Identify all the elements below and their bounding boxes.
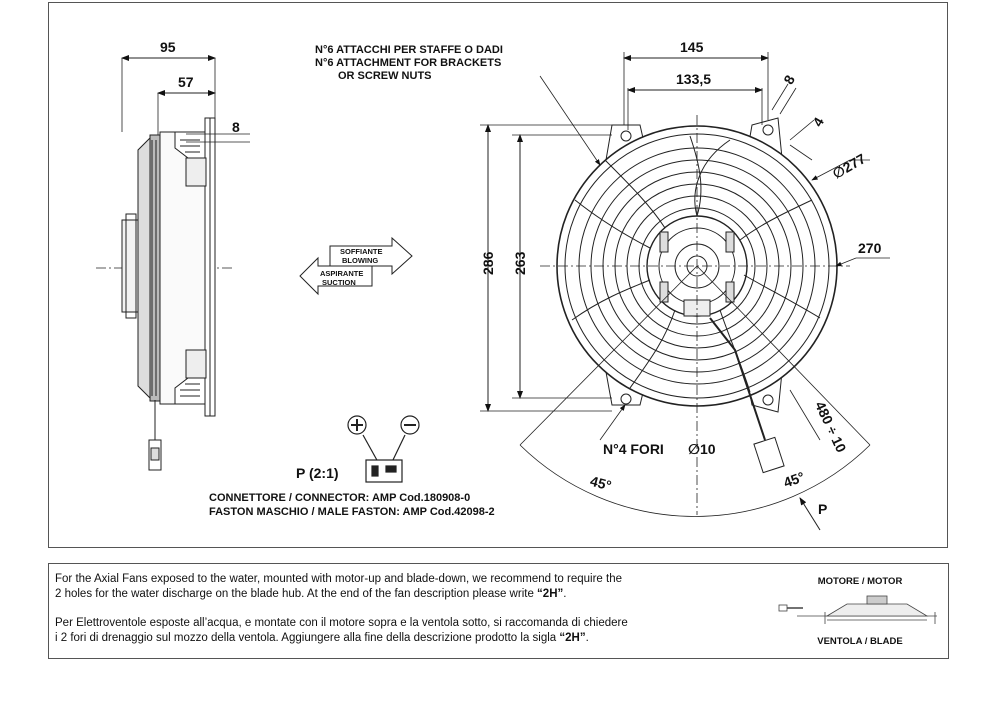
airflow-arrows bbox=[299, 236, 413, 296]
front-dim-8: 8 bbox=[780, 72, 798, 87]
front-dim-4: 4 bbox=[809, 114, 827, 129]
angle-left: 45° bbox=[589, 473, 614, 494]
blowing-en-label: BLOWING bbox=[342, 256, 378, 265]
front-dim-145: 145 bbox=[680, 39, 704, 55]
attach-note-en-2: OR SCREW NUTS bbox=[338, 70, 432, 82]
front-dim-133-5: 133,5 bbox=[676, 71, 711, 87]
suction-en-label: SUCTION bbox=[322, 278, 356, 287]
blowing-it-label: SOFFIANTE bbox=[340, 247, 383, 256]
front-view bbox=[480, 52, 890, 531]
note-italian: Per Elettroventole esposte all’acqua, e … bbox=[55, 616, 705, 646]
side-dim-95: 95 bbox=[160, 39, 176, 55]
blade-label: VENTOLA / BLADE bbox=[817, 636, 903, 647]
drawing-frame bbox=[48, 2, 948, 548]
cable-length: 480 ÷ 10 bbox=[812, 399, 850, 455]
mini-fan-profile bbox=[778, 595, 937, 624]
code-2h-en: “2H” bbox=[537, 588, 564, 600]
note-it-line-2: i 2 fori di drenaggio sul mozzo della ve… bbox=[55, 632, 589, 644]
front-dim-263: 263 bbox=[512, 251, 528, 275]
side-dim-8: 8 bbox=[232, 119, 240, 135]
attach-note-it: N°6 ATTACCHI PER STAFFE O DADI bbox=[315, 44, 503, 56]
attach-note-en-1: N°6 ATTACHMENT FOR BRACKETS bbox=[315, 57, 501, 69]
suction-it-label: ASPIRANTE bbox=[320, 269, 363, 278]
detail-scale-label: P (2:1) bbox=[296, 465, 339, 481]
holes-diameter: ∅10 bbox=[688, 441, 716, 457]
note-it-line-1: Per Elettroventole esposte all’acqua, e … bbox=[55, 617, 628, 629]
connector-code: CONNETTORE / CONNECTOR: AMP Cod.180908-0 bbox=[209, 492, 470, 504]
front-dim-286: 286 bbox=[480, 251, 496, 275]
note-en-line-2: 2 holes for the water discharge on the b… bbox=[55, 588, 567, 600]
water-discharge-note: For the Axial Fans exposed to the water,… bbox=[48, 563, 949, 659]
code-2h-it: “2H” bbox=[559, 632, 586, 644]
side-view bbox=[96, 55, 250, 471]
front-dim-277: ∅277 bbox=[830, 150, 869, 182]
motor-blade-diagram: MOTORE / MOTOR VENTOLA / BLADE bbox=[777, 572, 943, 652]
front-dim-270: 270 bbox=[858, 240, 882, 256]
motor-label: MOTORE / MOTOR bbox=[817, 576, 903, 587]
note-english: For the Axial Fans exposed to the water,… bbox=[55, 572, 705, 602]
connector-detail bbox=[347, 415, 420, 483]
side-dim-57: 57 bbox=[178, 74, 194, 90]
p-arrow-label: P bbox=[818, 501, 827, 517]
angle-right: 45° bbox=[781, 468, 806, 490]
faston-code: FASTON MASCHIO / MALE FASTON: AMP Cod.42… bbox=[209, 506, 495, 518]
note-en-line-1: For the Axial Fans exposed to the water,… bbox=[55, 573, 623, 585]
holes-label: N°4 FORI bbox=[603, 441, 664, 457]
